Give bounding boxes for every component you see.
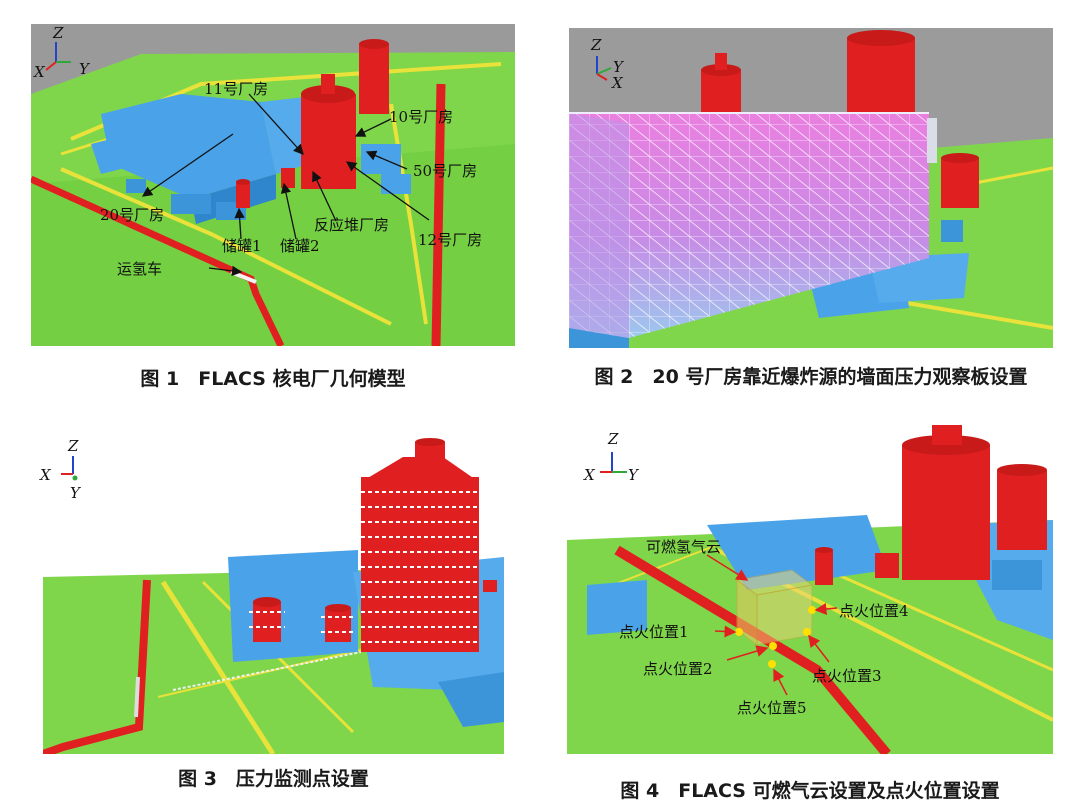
fig3-axis-x: X — [40, 466, 51, 484]
label-ignition-2: 点火位置2 — [643, 660, 713, 678]
fig1-axis-y: Y — [79, 60, 89, 78]
figure-3-caption: 图 3 压力监测点设置 — [178, 768, 369, 790]
fig4-axis-x: X — [584, 466, 595, 484]
fig1-axis-x: X — [34, 63, 45, 81]
figure-4-image — [567, 420, 1053, 754]
label-building-10: 10号厂房 — [389, 108, 454, 126]
label-building-11: 11号厂房 — [204, 80, 269, 98]
fig3-axis-y: Y — [70, 484, 80, 502]
label-ignition-1: 点火位置1 — [619, 623, 689, 641]
fig4-axis-z: Z — [608, 430, 619, 448]
label-reactor-building: 反应堆厂房 — [314, 216, 390, 234]
figure-4-caption: 图 4 FLACS 可燃气云设置及点火位置设置 — [620, 780, 1000, 802]
label-hydrogen-truck: 运氢车 — [117, 260, 163, 278]
label-building-20: 20号厂房 — [100, 206, 165, 224]
label-tank-1: 储罐1 — [222, 237, 262, 255]
fig1-axis-z: Z — [53, 24, 64, 42]
label-building-50: 50号厂房 — [413, 162, 478, 180]
label-ignition-4: 点火位置4 — [839, 602, 909, 620]
fig2-axis-y: Y — [613, 58, 623, 76]
fig4-axis-y: Y — [628, 466, 638, 484]
figure-2-image — [569, 28, 1053, 348]
label-ignition-5: 点火位置5 — [737, 699, 807, 717]
figure-2-caption: 图 2 20 号厂房靠近爆炸源的墙面压力观察板设置 — [594, 366, 1028, 388]
figure-3-image — [43, 432, 504, 754]
label-building-12: 12号厂房 — [418, 231, 483, 249]
label-gas-cloud: 可燃氢气云 — [646, 538, 722, 556]
figure-1-image — [31, 24, 515, 346]
figure-1-caption: 图 1 FLACS 核电厂几何模型 — [140, 368, 406, 390]
fig2-axis-x: X — [612, 74, 623, 92]
label-tank-2: 储罐2 — [280, 237, 320, 255]
label-ignition-3: 点火位置3 — [812, 667, 882, 685]
fig2-axis-z: Z — [591, 36, 602, 54]
fig3-axis-z: Z — [68, 437, 79, 455]
